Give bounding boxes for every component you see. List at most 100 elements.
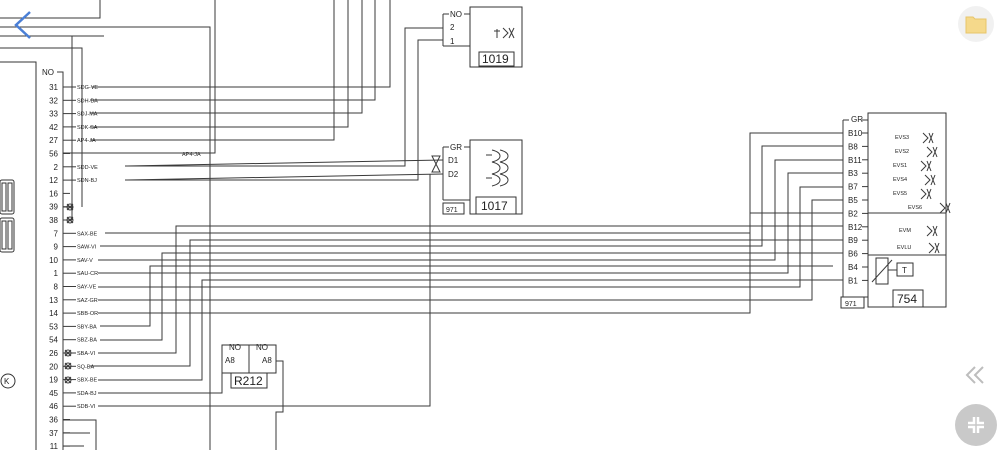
valve-symbol: EVS4 [893,174,936,186]
wire-trace [90,0,363,114]
r212-header-1: NO [229,343,241,352]
injector-coil-icon [486,149,509,187]
c1017-pin-d2: D2 [448,170,459,179]
left-pin-number: 53 [49,322,58,331]
wire-trace [90,0,349,128]
wire-trace [90,0,376,101]
valve-icon [928,242,940,254]
c754-header: GR [851,115,863,124]
left-pin-number: 8 [54,283,59,292]
c1019-pin-1: 1 [450,37,455,46]
left-pin-number: 33 [49,110,58,119]
splice-ring-icon [64,349,72,357]
wire-trace [100,252,843,341]
c1017-pin-d1: D1 [448,156,459,165]
splice-ring-icon [66,203,74,211]
r212-label: R212 [234,374,263,388]
left-pin-number: 26 [49,349,58,358]
chevron-left-icon [14,11,31,39]
collapse-menu-button[interactable] [955,356,995,396]
wire-label: SAU-CR [77,271,98,277]
left-pin-number: 39 [49,203,58,212]
left-connector-row: 54 SBZ-BA [49,336,97,345]
wire-trace [98,212,843,314]
c754-pin: B7 [848,183,858,192]
left-pin-number: 13 [49,296,58,305]
c754-pin: B11 [848,156,862,165]
back-button[interactable] [8,8,42,42]
wire-label: SDA-BJ [77,391,97,397]
c754-ref: 971 [845,301,857,308]
wire-label: SDJ-MA [77,112,98,118]
left-pin-number: 31 [49,83,58,92]
left-pin-number: 16 [49,189,58,198]
left-pin-number: 9 [54,243,59,252]
folder-icon [965,16,987,34]
wire-trace [125,39,443,181]
splice-ring-icon [64,376,72,384]
expand-arrows-icon [968,417,984,433]
wire-trace [90,239,843,367]
c754-sensor: T [902,266,907,275]
left-connector-row: 33 SDJ-MA [49,110,98,119]
wire-label: SDK-SA [77,125,98,131]
c1019-label: 1019 [482,52,509,66]
valve-icon [922,132,934,144]
valve-label: EVS6 [908,205,922,211]
wire-trace [63,0,216,154]
left-pin-number: 14 [49,309,58,318]
left-connector-row: 27 AP4-JA [49,136,96,145]
wire-label: AP4-JA [77,138,96,144]
valve-icon [926,225,938,237]
wire-trace [100,265,833,327]
connector-1019: NO 2 1 1019 [442,6,523,68]
ecu-block: K [0,61,37,450]
wire-label: SDN-BJ [77,178,97,184]
folder-button[interactable] [958,6,994,42]
left-pin-number: 11 [50,442,59,450]
wire-trace [0,35,73,220]
left-pin-number: 10 [49,256,58,265]
wire-trace [98,174,431,407]
ground-symbol-icon: K [4,377,10,386]
valve-label: EVS1 [893,163,907,169]
wire-trace [98,172,843,274]
valve-symbol: EVS2 [895,146,938,158]
c1019-header: NO [450,10,462,19]
r212-pin-1: A8 [225,356,235,365]
wire-trace [98,361,223,394]
c754-pin: B12 [848,223,863,232]
wire-trace [98,225,843,354]
left-pin-number: 37 [49,429,58,438]
c754-pin: B5 [848,196,858,205]
wire-trace [105,132,843,234]
left-pin-number: 42 [49,123,58,132]
wire-label: SBZ-BA [77,338,97,344]
c754-pin: B10 [848,129,863,138]
r212-header-2: NO [256,343,268,352]
wire-trace [90,0,335,141]
left-connector-row: 16 [49,189,70,198]
wire-trace [92,0,391,88]
wire-trace [98,186,843,288]
c754-pin: B2 [848,209,858,218]
left-pin-number: 32 [49,96,58,105]
left-pin-number: 54 [49,336,58,345]
wire-trace [98,279,843,381]
wire-label: SBB-OR [77,311,98,317]
c1017-header: GR [450,143,462,152]
zoom-fit-button[interactable] [955,404,997,446]
c754-pin: B8 [848,142,858,151]
left-pin-number: 27 [49,136,58,145]
wire-trace [124,173,444,181]
